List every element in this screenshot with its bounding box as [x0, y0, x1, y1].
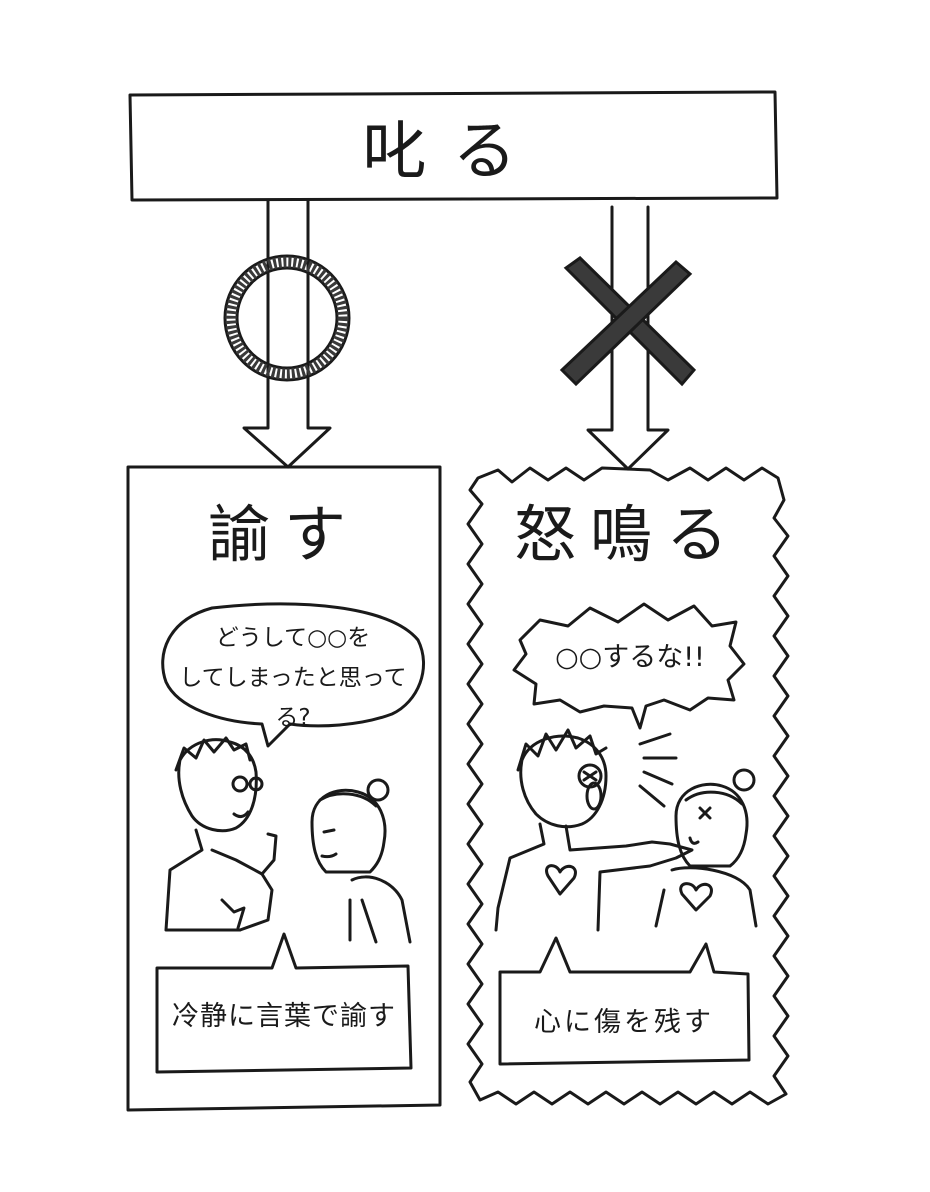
good-speech-line-1: どうして○○を	[215, 625, 371, 651]
page-title: 叱る	[362, 115, 543, 189]
good-panel-title: 諭す	[207, 498, 360, 571]
good-speech-text: どうして○○を してしまったと思ってる?	[168, 618, 418, 738]
cross-icon	[559, 256, 697, 387]
bad-caption: 心に傷を残す	[534, 1007, 714, 1038]
bad-panel-title: 怒鳴る	[513, 498, 742, 571]
left-panel-box	[126, 465, 442, 1112]
circle-icon	[223, 254, 351, 382]
left-caption-box	[155, 932, 413, 1074]
right-caption-box	[498, 936, 751, 1066]
calm-girl-figure	[310, 778, 412, 944]
left-arrow	[242, 198, 332, 469]
good-caption: 冷静に言葉で諭す	[172, 1001, 396, 1032]
right-speech-bubble	[512, 602, 746, 730]
left-speech-bubble	[161, 602, 425, 748]
calm-man-figure	[164, 736, 278, 932]
good-speech-line-2: してしまったと思ってる?	[179, 665, 407, 731]
title-box	[128, 90, 779, 202]
hurt-girl-figure	[654, 768, 758, 928]
bad-speech-text: ○○するな!!	[555, 642, 705, 673]
right-panel-box	[466, 466, 790, 1106]
